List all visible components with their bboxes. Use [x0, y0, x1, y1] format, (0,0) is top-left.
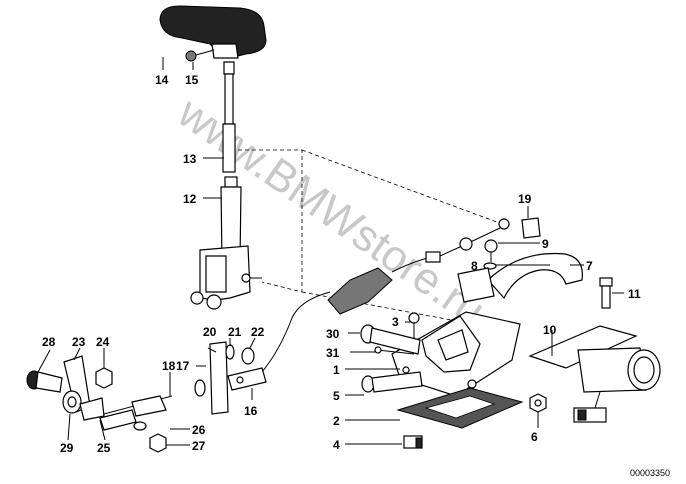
callout-26: 26 [192, 423, 206, 437]
part-28-bolt [26, 370, 63, 393]
part-1-base-bracket [391, 311, 521, 397]
callout-labels: 14 15 13 12 19 9 8 7 11 10 3 30 31 1 5 2… [42, 73, 641, 455]
part-15-screw [185, 49, 215, 62]
callout-8: 8 [471, 259, 478, 273]
callout-20: 20 [203, 325, 217, 339]
part-8-washer [483, 262, 497, 270]
part-12-selector-lever [190, 176, 262, 310]
callout-13: 13 [183, 152, 197, 166]
part-14-shift-knob [159, 5, 267, 59]
callout-6: 6 [531, 430, 538, 444]
callout-21: 21 [228, 325, 242, 339]
callout-30: 30 [326, 327, 340, 341]
callout-14: 14 [155, 73, 169, 87]
part-9-screw [484, 239, 498, 262]
part-17-washer [194, 379, 206, 397]
part-26-washer [133, 421, 147, 431]
part-30-bushing [360, 324, 421, 355]
callout-23: 23 [72, 335, 86, 349]
callout-16: 16 [244, 404, 258, 418]
doc-number: 00003350 [630, 468, 670, 478]
callout-19: 19 [518, 192, 532, 206]
part-20-bracket [209, 341, 229, 415]
part-11-bolt [599, 277, 613, 309]
callout-22: 22 [251, 325, 265, 339]
callout-12: 12 [183, 192, 197, 206]
callout-9: 9 [542, 237, 549, 251]
assembly-guide-lines [238, 149, 506, 323]
callout-15: 15 [185, 73, 199, 87]
part-13-selector-rod [222, 61, 236, 173]
part-22-bushing [241, 347, 255, 365]
part-21-clip [225, 344, 235, 360]
part-6-nut [529, 393, 547, 413]
callout-29: 29 [60, 441, 74, 455]
callout-5: 5 [333, 389, 340, 403]
shift-cable [261, 218, 510, 373]
callout-4: 4 [333, 438, 340, 452]
part-2-gasket [396, 387, 524, 429]
callout-11: 11 [628, 287, 641, 301]
callout-3: 3 [392, 315, 399, 329]
part-31-pin [374, 346, 415, 355]
callout-28: 28 [42, 335, 56, 349]
part-10-solenoid [528, 325, 661, 423]
callout-1: 1 [333, 363, 340, 377]
callout-18: 18 [162, 359, 176, 373]
part-29-washer [62, 390, 82, 414]
callout-10: 10 [543, 323, 557, 337]
callout-25: 25 [97, 441, 111, 455]
callout-2: 2 [333, 414, 340, 428]
leader-lines [37, 57, 624, 446]
part-3-screw [408, 312, 420, 338]
callout-27: 27 [192, 439, 206, 453]
part-5-bolt [361, 371, 423, 393]
part-27-nut [149, 433, 167, 453]
callout-31: 31 [326, 346, 340, 360]
callout-24: 24 [96, 335, 110, 349]
part-4-nut [403, 435, 423, 449]
part-25-plate [79, 397, 105, 421]
part-16-cable-end [227, 367, 267, 391]
callout-17: 17 [176, 359, 190, 373]
part-18-adjuster [99, 395, 173, 431]
callout-7: 7 [586, 259, 593, 273]
part-24-nut [95, 367, 113, 389]
part-19-clip [521, 217, 541, 239]
